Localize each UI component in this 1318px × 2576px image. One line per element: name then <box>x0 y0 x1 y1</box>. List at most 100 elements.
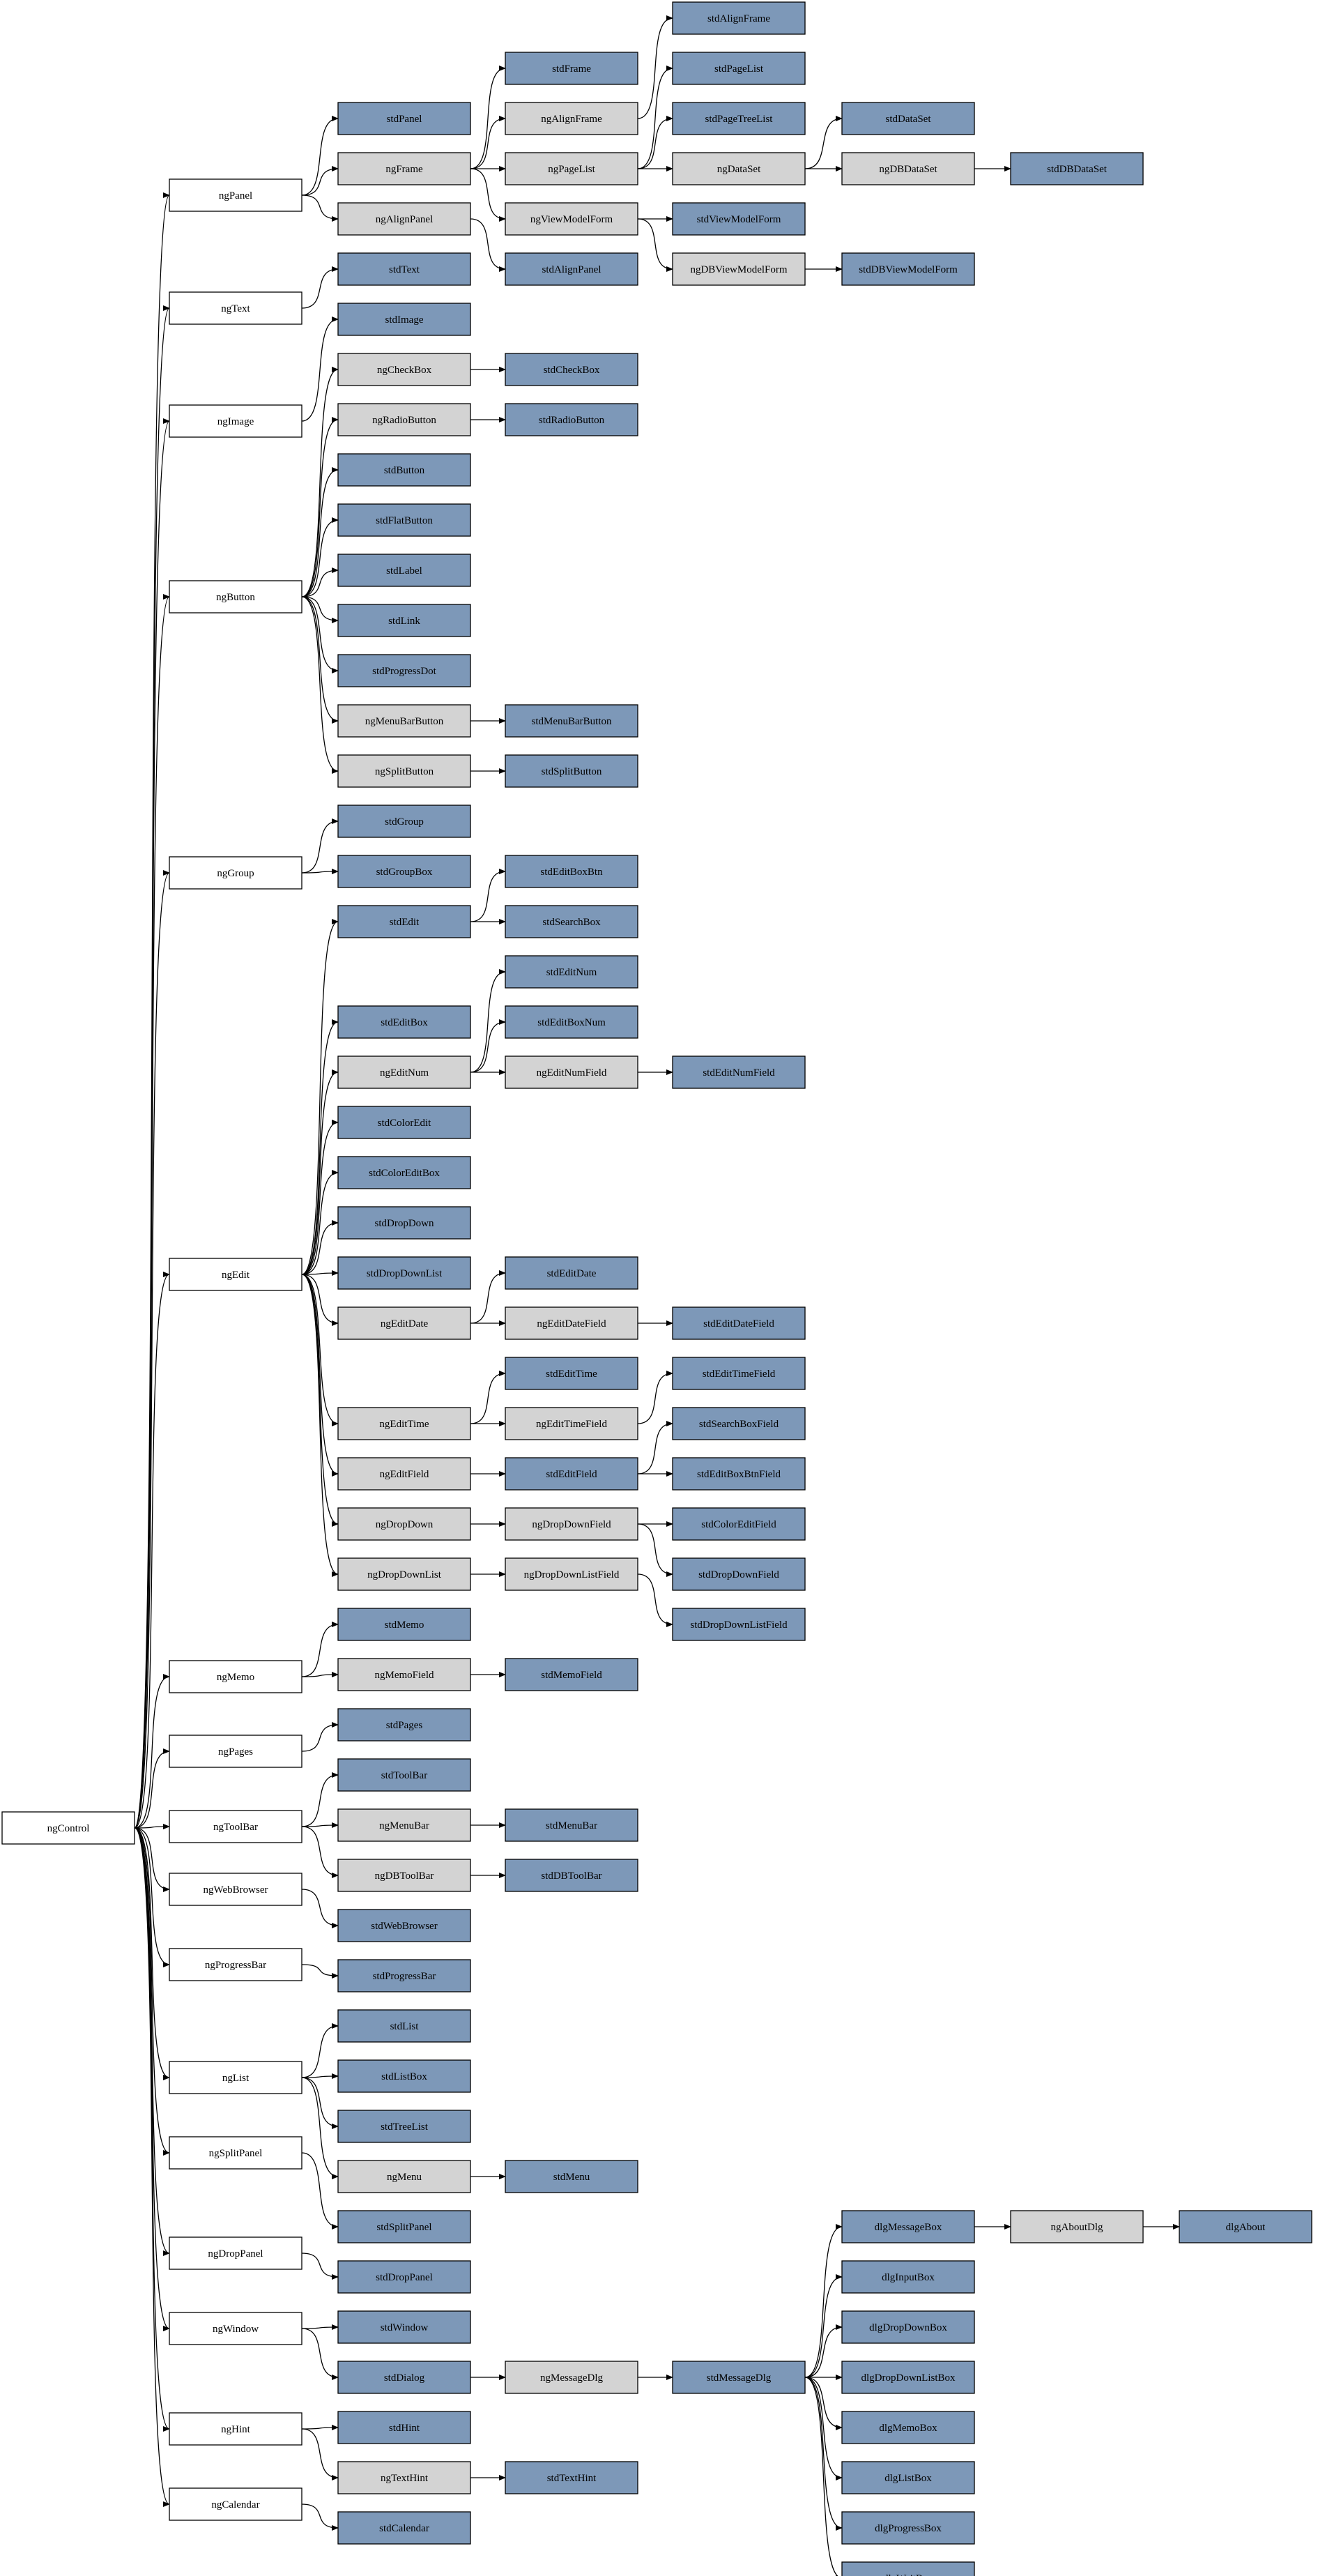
edge-stdMessageDlg-to-dlgMemoBox <box>804 2377 843 2430</box>
node-box <box>505 1507 638 1541</box>
node-label: stdDropPanel <box>376 2272 433 2283</box>
node-label: stdHint <box>389 2423 420 2434</box>
node-box <box>337 1256 471 1290</box>
edge-ngPanel-to-ngAlignPanel <box>301 195 339 222</box>
edge-stdMessageDlg-to-dlgDropDownBox <box>804 2324 843 2378</box>
node-stdDBToolBar: stdDBToolBar <box>505 1859 638 1892</box>
node-box <box>672 2361 806 2394</box>
node-label: ngMemo <box>217 1672 254 1683</box>
node-label: stdCalendar <box>379 2523 429 2534</box>
node-label: ngAlignPanel <box>376 214 434 225</box>
node-stdColorEditBox: stdColorEditBox <box>337 1156 471 1189</box>
node-label: ngMemoField <box>375 1670 434 1681</box>
node-box <box>169 404 302 438</box>
node-label: ngDropDownField <box>532 1519 611 1530</box>
node-box <box>841 2361 975 2394</box>
node-label: stdLink <box>388 616 420 627</box>
node-stdSplitButton: stdSplitButton <box>505 754 638 788</box>
node-box <box>841 2461 975 2494</box>
node-label: dlgMessageBox <box>875 2222 942 2233</box>
node-stdToolBar: stdToolBar <box>337 1758 471 1792</box>
node-stdEditBoxBtnField: stdEditBoxBtnField <box>672 1457 806 1491</box>
node-box <box>672 1407 806 1440</box>
edge-ngControl-to-ngImage <box>134 418 170 1829</box>
edge-ngControl-to-ngEdit <box>134 1272 170 1829</box>
node-box <box>505 1808 638 1842</box>
node-stdEditNumField: stdEditNumField <box>672 1055 806 1089</box>
node-box <box>841 2210 975 2243</box>
node-box <box>505 1055 638 1089</box>
node-ngDBViewModelForm: ngDBViewModelForm <box>672 252 806 286</box>
node-label: ngMenuBarButton <box>365 716 444 727</box>
edge-ngText-to-stdText <box>301 266 339 309</box>
edge-ngButton-to-ngMenuBarButton <box>301 596 339 724</box>
edge-ngAlignFrame-to-stdAlignFrame <box>637 15 673 119</box>
edge-ngToolBar-to-ngMenuBar <box>301 1822 339 1829</box>
node-label: ngCalendar <box>211 2499 259 2510</box>
node-box <box>337 2361 471 2394</box>
node-box <box>337 1658 471 1691</box>
node-stdMenuBar: stdMenuBar <box>505 1808 638 1842</box>
node-ngMemo: ngMemo <box>169 1660 302 1693</box>
edge-ngButton-to-stdFlatButton <box>301 517 339 597</box>
node-box <box>672 1457 806 1491</box>
node-label: ngMessageDlg <box>540 2372 603 2384</box>
node-label: stdDropDown <box>375 1218 434 1229</box>
edge-ngControl-to-ngCalendar <box>134 1827 170 2507</box>
node-label: ngPanel <box>219 190 252 201</box>
node-label: ngMenu <box>387 2172 422 2183</box>
node-label: stdCheckBox <box>544 365 600 376</box>
edge-ngList-to-stdList <box>301 2023 339 2078</box>
edge-ngProgressBar-to-stdProgressBar <box>301 1964 339 1979</box>
node-label: ngAboutDlg <box>1051 2222 1104 2233</box>
node-stdSplitPanel: stdSplitPanel <box>337 2210 471 2243</box>
edge-ngButton-to-stdLabel <box>301 567 339 597</box>
node-label: stdAlignFrame <box>707 13 770 24</box>
node-stdButton: stdButton <box>337 453 471 487</box>
edge-ngControl-to-ngMemo <box>134 1674 170 1829</box>
node-label: stdSplitPanel <box>376 2222 431 2233</box>
node-label: stdGroup <box>385 816 424 828</box>
node-box <box>672 1557 806 1591</box>
node-box <box>337 754 471 788</box>
node-box <box>505 905 638 938</box>
node-label: stdEditTimeField <box>703 1369 776 1380</box>
node-label: stdEditBoxBtn <box>540 867 603 878</box>
node-box <box>1010 2210 1144 2243</box>
node-stdRadioButton: stdRadioButton <box>505 403 638 436</box>
edge-ngEdit-to-stdEditBox <box>301 1019 339 1275</box>
node-box <box>505 152 638 185</box>
node-label: stdWindow <box>381 2322 429 2333</box>
node-box <box>337 353 471 386</box>
edge-ngList-to-stdListBox <box>301 2073 339 2080</box>
edge-ngPages-to-stdPages <box>301 1722 339 1752</box>
node-label: ngDBDataSet <box>879 164 937 175</box>
node-label: ngEditField <box>380 1469 429 1480</box>
node-stdPageList: stdPageList <box>672 52 806 85</box>
node-label: stdDBViewModelForm <box>859 264 958 275</box>
edge-ngButton-to-stdLink <box>301 596 339 623</box>
node-stdWebBrowser: stdWebBrowser <box>337 1909 471 1942</box>
node-box <box>337 2009 471 2043</box>
edge-stdMessageDlg-to-dlgProgressBox <box>804 2377 843 2531</box>
node-label: stdPanel <box>387 114 422 125</box>
node-box <box>672 1357 806 1390</box>
node-stdCalendar: stdCalendar <box>337 2511 471 2545</box>
node-stdGroupBox: stdGroupBox <box>337 855 471 888</box>
node-ngText: ngText <box>169 291 302 325</box>
edge-ngEdit-to-stdColorEdit <box>301 1120 339 1275</box>
node-box <box>337 805 471 838</box>
node-stdPageTreeList: stdPageTreeList <box>672 102 806 135</box>
edge-ngCalendar-to-stdCalendar <box>301 2503 339 2531</box>
edge-ngEditNum-to-stdEditNum <box>470 969 506 1073</box>
node-stdPages: stdPages <box>337 1708 471 1742</box>
node-box <box>169 1810 302 1843</box>
node-box <box>337 905 471 938</box>
node-stdLabel: stdLabel <box>337 554 471 587</box>
node-label: ngImage <box>217 416 254 427</box>
node-label: ngRadioButton <box>372 415 436 426</box>
edge-ngButton-to-ngSplitButton <box>301 596 339 774</box>
node-label: ngWebBrowser <box>204 1884 268 1896</box>
node-ngMenu: ngMenu <box>337 2160 471 2193</box>
